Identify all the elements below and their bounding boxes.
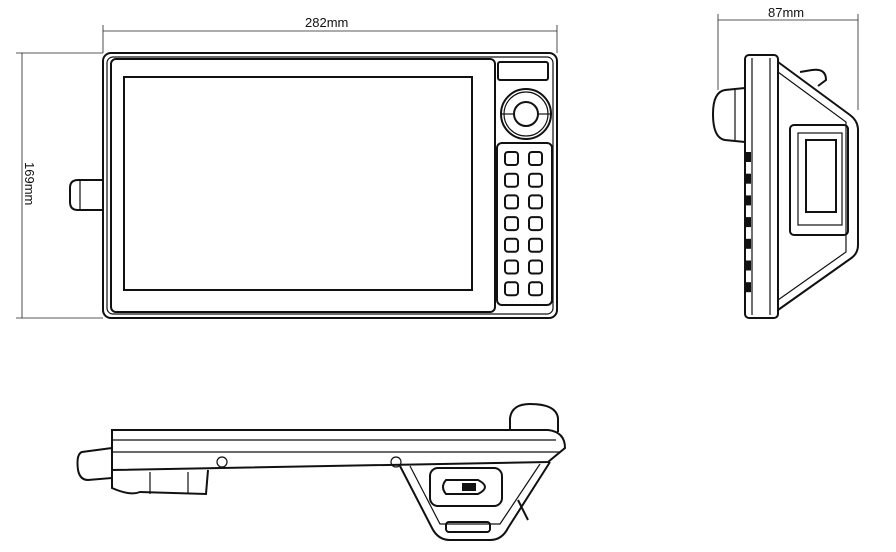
keypad-button xyxy=(504,237,519,253)
side-key xyxy=(745,282,751,293)
enable-switch xyxy=(429,467,503,507)
depth-label: 87mm xyxy=(768,5,804,20)
bottom-view xyxy=(76,402,567,541)
keypad-button xyxy=(504,194,519,210)
keypad-button xyxy=(504,172,519,188)
keypad-button xyxy=(504,151,519,166)
keypad-button xyxy=(528,237,543,253)
side-key xyxy=(745,217,751,228)
dial xyxy=(500,88,552,140)
side-knob xyxy=(711,87,746,143)
side-key xyxy=(745,238,751,249)
keypad-button xyxy=(504,259,519,275)
indicator-window xyxy=(497,61,549,81)
keypad-button xyxy=(504,281,519,297)
side-key xyxy=(745,173,751,184)
height-label: 169mm xyxy=(22,162,37,205)
side-key xyxy=(745,152,751,162)
keypad-button xyxy=(528,281,543,297)
side-view xyxy=(711,54,859,319)
emergency-knob-front xyxy=(69,179,103,211)
keypad-button xyxy=(528,151,543,166)
keypad-button xyxy=(528,259,543,275)
keypad-button xyxy=(528,172,543,188)
side-key xyxy=(745,260,751,271)
height-dimension: 169mm xyxy=(16,52,103,319)
bottom-knob-left xyxy=(76,446,113,482)
side-key xyxy=(745,195,751,206)
keypad-buttons xyxy=(504,151,543,297)
front-view xyxy=(69,52,558,319)
width-dimension: 282mm xyxy=(102,15,558,53)
keypad-button xyxy=(528,216,543,232)
screen xyxy=(123,76,473,291)
bottom-knob-top xyxy=(509,402,559,432)
keypad xyxy=(496,142,553,306)
depth-dimension: 87mm xyxy=(717,5,859,110)
width-label: 282mm xyxy=(305,15,348,30)
keypad-button xyxy=(504,216,519,232)
keypad-button xyxy=(528,194,543,210)
